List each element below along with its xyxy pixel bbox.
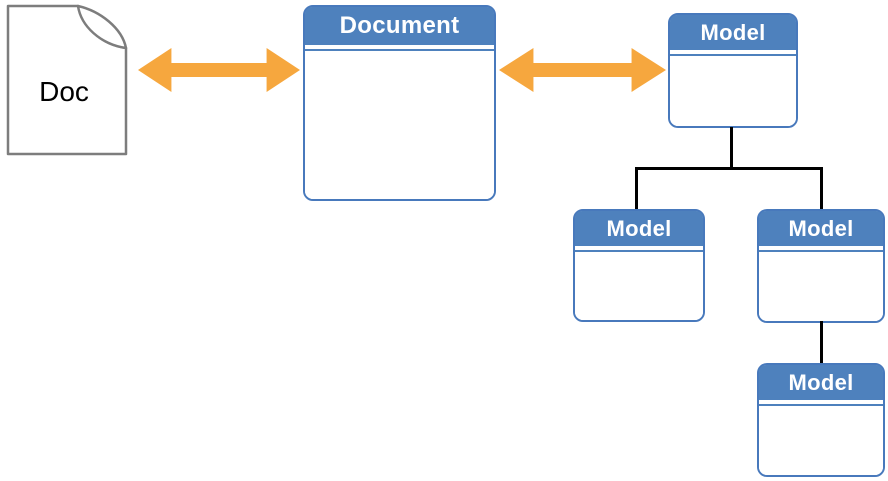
- double-arrow-shape: [499, 48, 666, 92]
- model-grandchild-box: Model: [757, 363, 885, 477]
- tree-connector-root-stem: [730, 127, 733, 169]
- doc-folded-corner-icon: [76, 4, 128, 50]
- model-root-box-body: [670, 56, 796, 126]
- model-root-box-header: Model: [670, 15, 796, 50]
- model-child-right-box: Model: [757, 209, 885, 323]
- model-child-left-box-header: Model: [575, 211, 703, 246]
- model-child-right-box-header: Model: [759, 211, 883, 246]
- document-box-body: [305, 51, 494, 199]
- model-child-left-box: Model: [573, 209, 705, 322]
- document-box: Document: [303, 5, 496, 201]
- tree-connector-crossbar: [635, 167, 823, 170]
- model-grandchild-box-title: Model: [788, 369, 854, 395]
- document-box-header: Document: [305, 7, 494, 45]
- document-model-sync-arrow-icon: [499, 48, 666, 92]
- model-child-right-box-body: [759, 252, 883, 321]
- doc-document-sync-arrow-icon: [138, 48, 300, 92]
- header-separator: [759, 250, 883, 252]
- doc-label: Doc: [39, 76, 89, 107]
- doc-file-icon: Doc: [6, 4, 128, 156]
- document-box-title: Document: [339, 12, 460, 39]
- tree-connector-grandchild-stem: [820, 321, 823, 365]
- header-separator: [759, 404, 883, 406]
- tree-connector-right-drop: [820, 167, 823, 211]
- model-child-left-box-body: [575, 252, 703, 320]
- tree-connector-left-drop: [635, 167, 638, 211]
- double-arrow-shape: [138, 48, 300, 92]
- model-root-box: Model: [668, 13, 798, 128]
- model-child-left-box-title: Model: [606, 215, 672, 241]
- model-child-right-box-title: Model: [788, 215, 854, 241]
- header-separator: [575, 250, 703, 252]
- header-separator: [670, 54, 796, 56]
- header-separator: [305, 49, 494, 51]
- model-grandchild-box-header: Model: [759, 365, 883, 400]
- model-root-box-title: Model: [700, 19, 766, 45]
- model-grandchild-box-body: [759, 406, 883, 475]
